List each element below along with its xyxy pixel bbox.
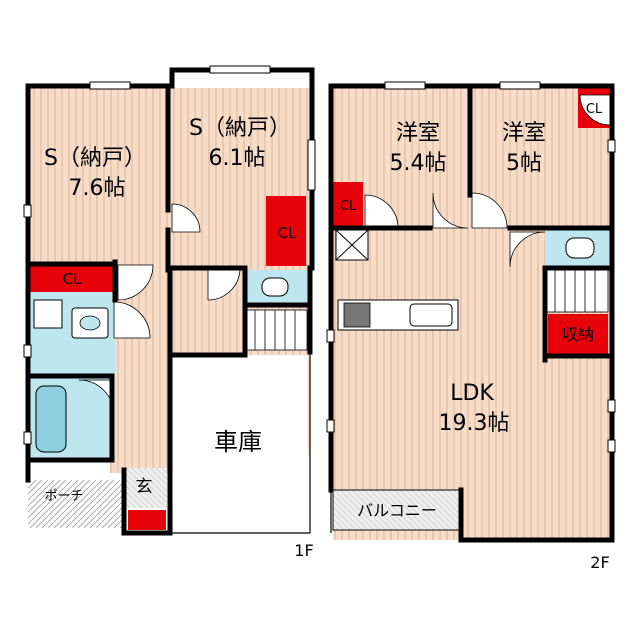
washing-machine xyxy=(33,299,63,329)
closet-left xyxy=(30,264,114,292)
stairs-1f xyxy=(244,309,308,351)
entrance xyxy=(125,468,167,508)
western-a-name: 洋室 xyxy=(396,121,440,146)
entrance-label: 玄 xyxy=(136,477,153,497)
balcony-label: バルコニー xyxy=(357,501,437,520)
storage-small-name: S（納戸） xyxy=(189,116,291,141)
storage-2f xyxy=(548,314,608,354)
balcony xyxy=(332,489,462,531)
western-b-size: 5帖 xyxy=(506,151,542,176)
windows-2f xyxy=(326,81,616,453)
ldk-name: LDK xyxy=(450,381,494,406)
closet-left-label: CL xyxy=(63,270,82,288)
floor-1f: S（納戸） 7.6帖 S（納戸） 6.1帖 CL CL 車庫 玄 ポーチ 1F xyxy=(23,65,316,560)
basin-bowl xyxy=(79,315,101,331)
entrance-shoe-closet xyxy=(128,510,166,530)
storage-small-size: 6.1帖 xyxy=(209,146,266,171)
room-storage-large xyxy=(30,88,170,265)
closet-right xyxy=(266,196,306,266)
toilet-2f xyxy=(565,237,595,259)
floor-1f-label: 1F xyxy=(294,541,313,560)
toilet-1f xyxy=(261,277,289,297)
closet-right-label: CL xyxy=(278,224,297,242)
floor-2f-label: 2F xyxy=(590,553,609,572)
ldk-size: 19.3帖 xyxy=(439,411,510,436)
porch xyxy=(28,480,124,528)
western-a-size: 5.4帖 xyxy=(390,151,447,176)
closet-b-label: CL xyxy=(586,102,603,117)
duct-space xyxy=(335,229,369,261)
western-b-name: 洋室 xyxy=(502,121,546,146)
stairs-2f xyxy=(544,269,609,313)
storage-large-name: S（納戸） xyxy=(44,146,146,171)
garage xyxy=(172,355,308,533)
windows-1f xyxy=(23,65,316,445)
garage-label: 車庫 xyxy=(214,428,262,456)
floor-2f: 洋室 5.4帖 洋室 5帖 CL CL 収納 LDK 19.3帖 バルコニー 2… xyxy=(326,81,616,572)
bathtub xyxy=(35,385,67,453)
porch-label: ポーチ xyxy=(44,489,83,504)
storage-large-size: 7.6帖 xyxy=(69,176,126,201)
closet-a-label: CL xyxy=(340,199,357,214)
sink xyxy=(409,303,453,327)
stove xyxy=(343,302,371,328)
closet-a xyxy=(333,182,363,228)
door-swings-2f xyxy=(364,94,611,268)
storage-2f-label: 収納 xyxy=(562,325,594,344)
door-swings-1f xyxy=(78,203,241,416)
